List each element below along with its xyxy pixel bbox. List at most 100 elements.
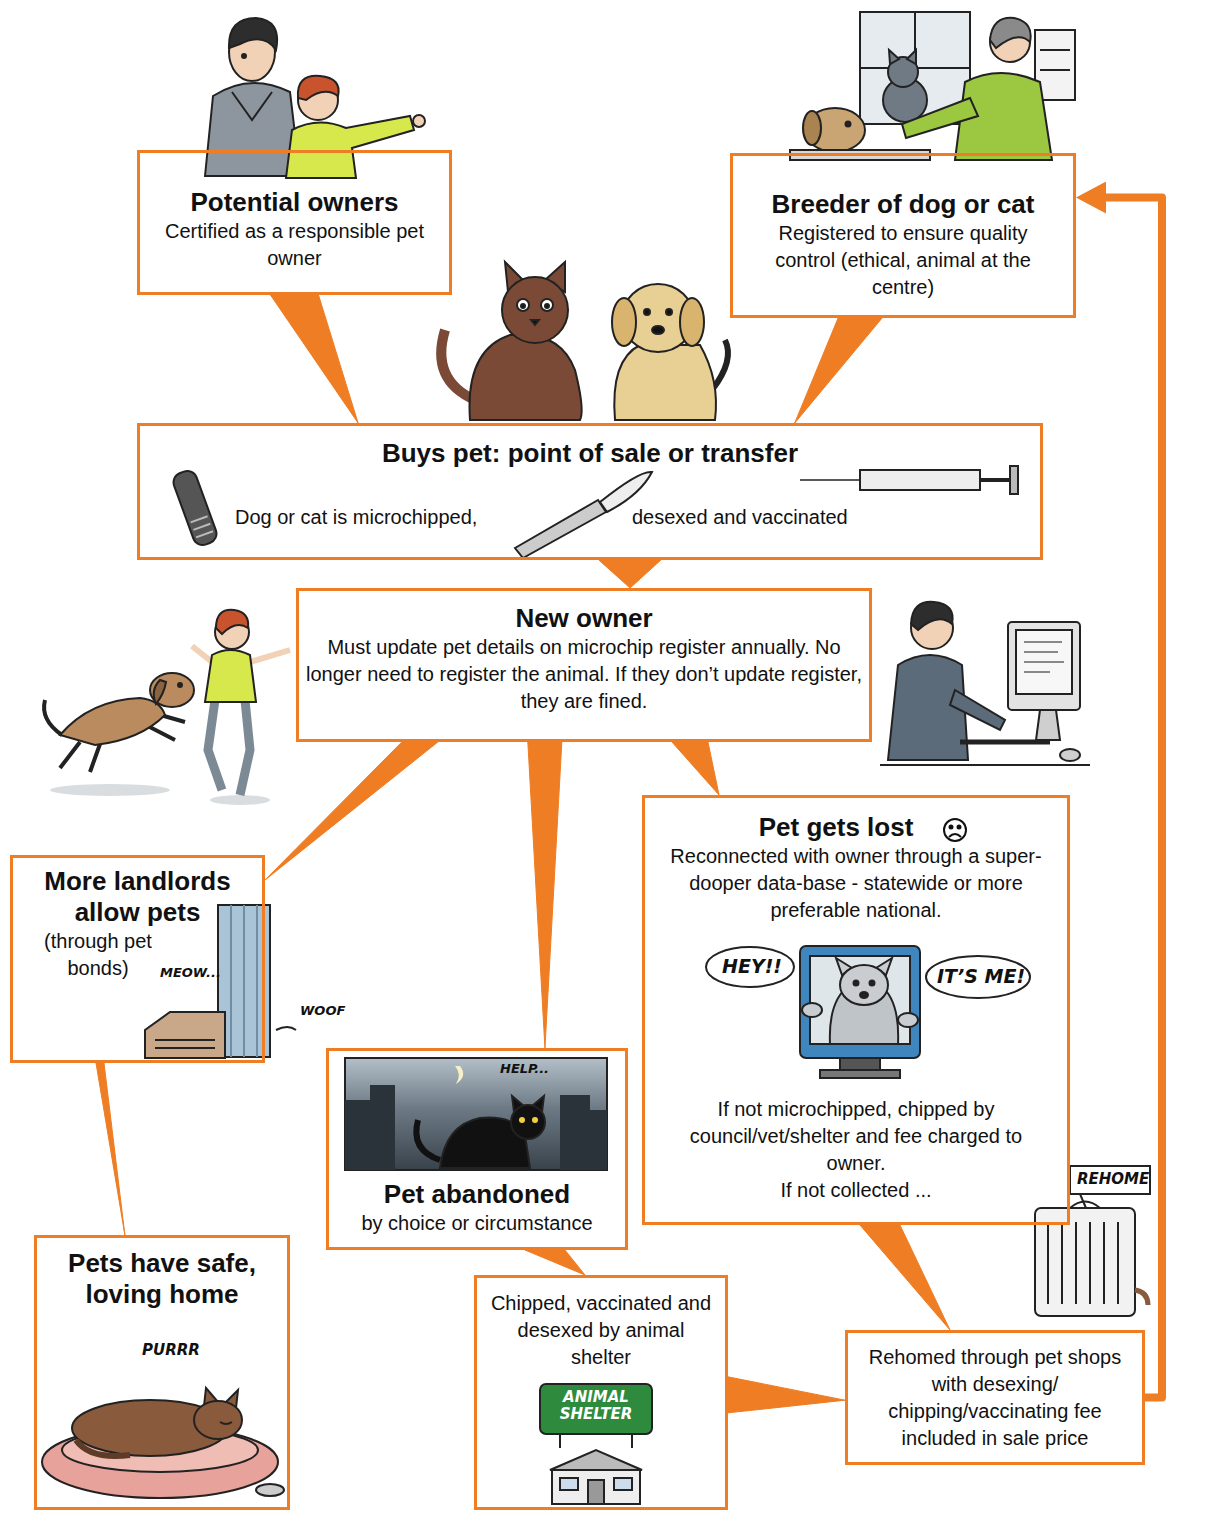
animal-shelter: [552, 1470, 640, 1504]
boy-and-dog: [60, 698, 165, 745]
owner-figures: [232, 92, 272, 120]
box-heading: Pets have safe, loving home: [49, 1248, 275, 1310]
box-text: desexed and vaccinated: [632, 504, 848, 531]
boy-and-dog: [208, 700, 250, 795]
night-scene: [560, 1095, 607, 1170]
rehome-crate: [1070, 1202, 1100, 1209]
computer-user: [1060, 749, 1080, 761]
owner-figures: [205, 83, 300, 176]
breeder-figure: [846, 122, 851, 127]
boy-and-dog: [205, 650, 256, 702]
boy-and-dog: [154, 680, 166, 704]
sad-face: [944, 819, 966, 841]
owner-figures: [286, 116, 414, 178]
sign-text: ANIMAL SHELTER: [546, 1389, 646, 1424]
vet-tools: [171, 466, 1018, 558]
sound-effect: MEOW...: [160, 966, 221, 981]
connector-wedge: [271, 295, 359, 423]
night-scene: [455, 1066, 463, 1084]
vet-tools: [860, 470, 980, 490]
cat-and-dog: [470, 334, 582, 420]
database-screen: [800, 946, 920, 1058]
computer-user: [1016, 630, 1072, 694]
owner-figures: [242, 54, 246, 58]
database-screen: [820, 1070, 900, 1078]
night-scene: [345, 1085, 395, 1170]
cat-and-dog: [531, 320, 539, 325]
box-heading: More landlords allow pets: [23, 866, 252, 928]
sad-face: [944, 819, 966, 841]
night-scene: [345, 1058, 607, 1170]
boy-and-dog: [216, 610, 248, 634]
box-heading: New owner: [515, 603, 652, 634]
box-text: Rehomed through pet shops with desexing/…: [860, 1344, 1130, 1452]
flag-text: REHOME: [1077, 1171, 1149, 1188]
sound-effect: HELP...: [500, 1062, 549, 1077]
computer-user: [1024, 642, 1064, 672]
process-box: Potential ownersCertified as a responsib…: [137, 150, 452, 295]
cat-and-dog: [545, 304, 549, 308]
database-screen: [926, 956, 1030, 998]
vet-tools: [171, 468, 220, 548]
breeder-figure: [803, 111, 821, 145]
cat-and-dog: [441, 262, 728, 420]
cat-and-dog: [521, 304, 525, 308]
owner-figures: [229, 18, 277, 50]
cat-and-dog: [666, 309, 672, 315]
speech-bubble-text: HEY!!: [722, 956, 782, 978]
computer-user: [960, 740, 1050, 745]
boy-and-dog: [178, 683, 182, 687]
box-text: Dog or cat is microchipped,: [235, 504, 477, 531]
boy-and-dog: [50, 784, 170, 796]
connector-wedge: [96, 1063, 125, 1235]
vet-tools: [191, 516, 213, 537]
night-scene: [511, 1105, 545, 1139]
owner-figures: [205, 18, 425, 178]
process-box: New ownerMust update pet details on micr…: [296, 588, 872, 742]
process-box: Pets have safe, loving home: [34, 1235, 290, 1510]
box-heading: Potential owners: [190, 187, 398, 218]
boy-and-dog: [150, 673, 194, 707]
speech-bubble-text: IT’S ME!: [937, 966, 1025, 988]
apartment-building: [231, 905, 257, 1057]
night-scene: [345, 1058, 607, 1170]
cat-bed: [76, 1440, 130, 1456]
box-text: If not collected ...: [780, 1177, 931, 1204]
box-text: Registered to ensure quality control (et…: [757, 220, 1049, 301]
animal-shelter: [560, 1478, 578, 1490]
cat-bed: [220, 1422, 232, 1424]
computer-user: [880, 764, 1090, 766]
vet-tools: [600, 472, 652, 512]
database-screen: [802, 1003, 822, 1017]
database-screen: [870, 981, 875, 986]
cat-and-dog: [652, 326, 664, 334]
animal-shelter: [614, 1478, 632, 1490]
apartment-building: [155, 1040, 215, 1048]
boy-and-dog: [210, 795, 270, 805]
cat-bed: [194, 1401, 242, 1439]
vet-tools: [980, 478, 1010, 482]
cat-bed: [256, 1484, 284, 1496]
breeder-figure: [990, 18, 1031, 48]
breeder-figure: [1040, 50, 1070, 70]
cat-and-dog: [644, 309, 650, 315]
computer-user: [1008, 622, 1080, 710]
database-screen: [860, 992, 868, 998]
box-heading: Pet abandoned: [384, 1179, 570, 1210]
process-box: Pet abandonedby choice or circumstance: [326, 1048, 628, 1250]
breeder-figure: [889, 50, 916, 64]
boy-and-dog: [44, 610, 290, 805]
process-box: Buys pet: point of sale or transferDog o…: [137, 423, 1043, 560]
box-text: Reconnected with owner through a super-d…: [659, 843, 1053, 924]
database-screen: [706, 947, 794, 987]
database-screen: [854, 981, 859, 986]
connector-wedge: [265, 742, 438, 880]
connector-wedge: [728, 1377, 845, 1413]
cat-and-dog: [541, 299, 553, 311]
cat-and-dog: [502, 277, 568, 343]
sad-face: [958, 826, 961, 829]
database-screen: [830, 985, 898, 1044]
process-box: More landlords allow pets(through pet bo…: [10, 855, 265, 1063]
database-screen: [898, 1013, 918, 1027]
database-screen: [840, 965, 888, 1005]
